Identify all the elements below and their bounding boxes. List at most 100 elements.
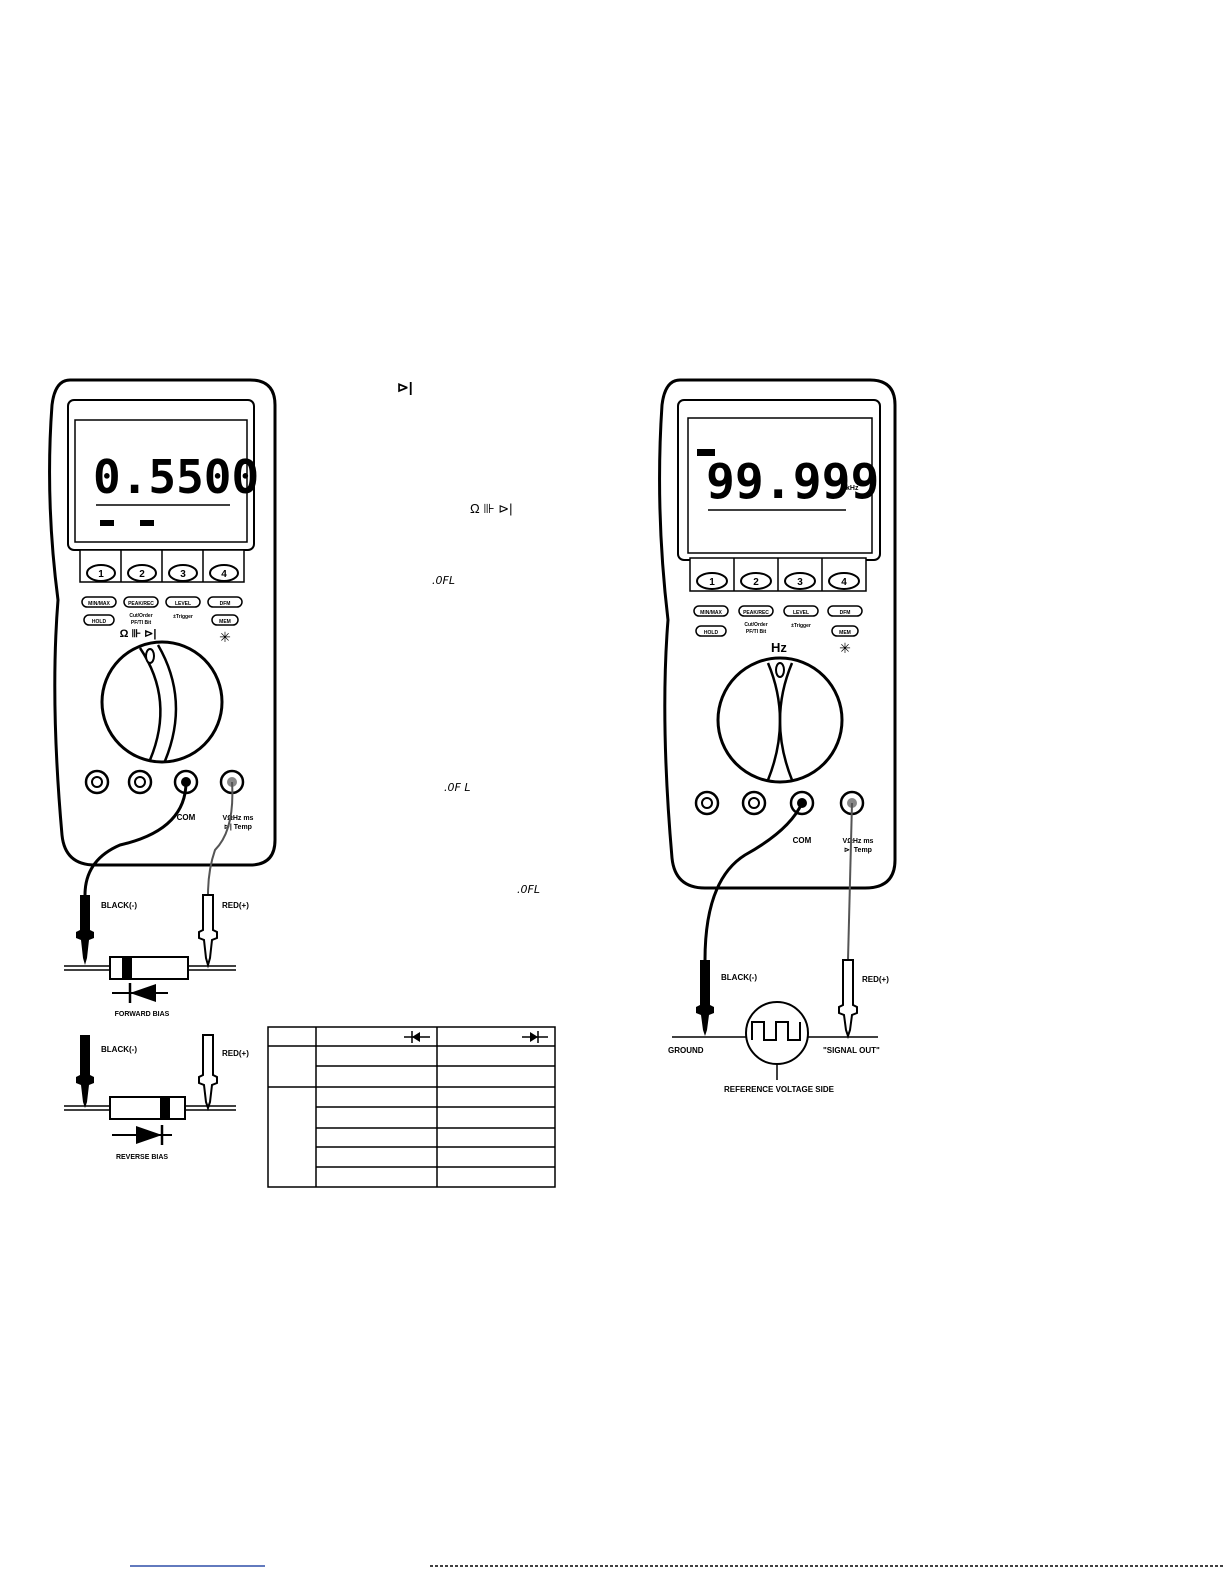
left-hold-button[interactable]: HOLD	[83, 614, 115, 626]
right-black-probe	[696, 960, 714, 1036]
right-level-button[interactable]: LEVEL	[783, 605, 819, 617]
left-v-label-2: ⊳| Temp	[224, 824, 252, 831]
left-dial-label: Ω ⊪ ⊳|	[120, 628, 157, 640]
mode-symbols: Ω ⊪ ⊳|	[470, 501, 513, 516]
forward-diode-band	[122, 957, 132, 979]
right-mem-button[interactable]: MEM	[831, 625, 859, 637]
left-softkeys: 1 2 3 4	[79, 549, 245, 583]
left-jack-1[interactable]	[84, 769, 110, 795]
svg-text:DFM: DFM	[220, 601, 231, 607]
left-rotary-dial[interactable]	[100, 640, 224, 764]
table-header-symbol-2	[522, 1031, 548, 1043]
red-probe-label-reverse: RED(+)	[222, 1049, 249, 1058]
ofl-fragment-2: .0F L	[444, 781, 470, 794]
diode-symbol-top: ⊳|	[397, 379, 413, 395]
forward-diode-body	[109, 956, 189, 980]
reverse-diode-band	[160, 1097, 170, 1119]
right-softkey-1[interactable]: 1	[696, 572, 728, 590]
right-softkey-3[interactable]: 3	[784, 572, 816, 590]
right-lcd-screen	[687, 417, 873, 554]
svg-text:MIN/MAX: MIN/MAX	[700, 610, 722, 616]
black-probe-reverse	[76, 1035, 94, 1108]
svg-text:MEM: MEM	[219, 619, 231, 625]
svg-text:DFM: DFM	[840, 610, 851, 616]
right-hold-button[interactable]: HOLD	[695, 625, 727, 637]
right-v-label-2: ⊳| Temp	[844, 847, 872, 854]
ofl-fragment-1: .0FL	[432, 574, 455, 587]
right-dfm-button[interactable]: DFM	[827, 605, 863, 617]
left-backlight-icon: ✳	[219, 629, 231, 645]
right-function-buttons: MIN/MAX PEAK/REC LEVEL DFM HOLD Cut/Orde…	[693, 605, 863, 656]
svg-text:PEAK/REC: PEAK/REC	[128, 601, 154, 607]
right-black-lead	[703, 802, 804, 961]
right-softkey-4[interactable]: 4	[828, 572, 860, 590]
right-red-probe-label: RED(+)	[862, 975, 889, 984]
right-red-probe	[838, 959, 858, 1040]
right-peak-button[interactable]: PEAK/REC	[738, 605, 774, 617]
svg-text:2: 2	[139, 569, 145, 580]
red-probe-reverse	[198, 1034, 218, 1112]
svg-text:HOLD: HOLD	[704, 630, 719, 636]
black-probe-label-reverse: BLACK(-)	[101, 1045, 137, 1054]
right-softkey-2[interactable]: 2	[740, 572, 772, 590]
left-function-buttons: MIN/MAX PEAK/REC LEVEL DFM HOLD Cut/Orde…	[81, 596, 243, 645]
svg-text:3: 3	[797, 577, 803, 588]
left-red-probe-forward	[198, 894, 218, 969]
red-probe-label-forward: RED(+)	[222, 901, 249, 910]
right-display-unit: kHz	[846, 485, 859, 492]
diode-test-table	[267, 1026, 556, 1188]
right-minmax-button[interactable]: MIN/MAX	[693, 605, 729, 617]
svg-text:3: 3	[180, 569, 186, 580]
right-black-probe-label: BLACK(-)	[721, 973, 757, 982]
svg-text:2: 2	[753, 577, 759, 588]
right-dial-label: Hz	[771, 640, 787, 655]
forward-bias-caption: FORWARD BIAS	[115, 1011, 170, 1018]
right-sub-label-3: ±Trigger	[791, 623, 811, 629]
right-red-lead	[847, 802, 853, 961]
right-rotary-dial[interactable]	[716, 656, 844, 784]
svg-text:4: 4	[221, 569, 227, 580]
reverse-diode-body	[109, 1096, 186, 1120]
right-com-label: COM	[793, 836, 812, 845]
right-v-label: VΩHz ms	[843, 838, 874, 845]
left-level-button[interactable]: LEVEL	[165, 596, 201, 608]
right-softkeys: 1 2 3 4	[689, 557, 867, 592]
svg-text:4: 4	[841, 577, 847, 588]
left-display-reading: 0.5500	[93, 450, 259, 504]
left-v-label: VΩHz ms	[223, 815, 254, 822]
reference-voltage-label: REFERENCE VOLTAGE SIDE	[724, 1085, 835, 1094]
left-softkey-1[interactable]: 1	[86, 564, 116, 582]
left-softkey-2[interactable]: 2	[127, 564, 157, 582]
left-dfm-button[interactable]: DFM	[207, 596, 243, 608]
left-softkey-3[interactable]: 3	[168, 564, 198, 582]
left-black-lead	[83, 781, 188, 896]
svg-text:HOLD: HOLD	[92, 619, 107, 625]
square-wave-icon	[751, 1021, 801, 1041]
signal-out-label: "SIGNAL OUT"	[823, 1046, 880, 1055]
right-backlight-icon: ✳	[839, 640, 851, 656]
left-peak-button[interactable]: PEAK/REC	[123, 596, 159, 608]
left-multimeter: 0.5500 1 2 3 4	[48, 378, 277, 896]
right-jack-1[interactable]	[694, 790, 720, 816]
left-mem-button[interactable]: MEM	[211, 614, 239, 626]
right-sub-label-1: Cut/Order	[744, 622, 767, 628]
left-black-probe-forward	[76, 895, 94, 965]
svg-text:LEVEL: LEVEL	[175, 601, 191, 607]
forward-bias-figure: BLACK(-) RED(+) FORWARD BIAS	[64, 894, 249, 1018]
right-jack-2[interactable]	[741, 790, 767, 816]
left-minmax-button[interactable]: MIN/MAX	[81, 596, 117, 608]
left-com-label: COM	[177, 813, 196, 822]
right-display-reading: 99.999	[706, 454, 879, 510]
right-lcd-indicator	[697, 449, 715, 456]
left-lcd-indicator-1	[100, 520, 114, 526]
svg-text:1: 1	[709, 577, 715, 588]
signal-measurement-figure: BLACK(-) RED(+) GROUND "SIGNAL OUT" REFE…	[668, 959, 889, 1094]
left-lcd-indicator-2	[140, 520, 154, 526]
left-sub-label-1: Cut/Order	[129, 613, 152, 619]
black-probe-label-forward: BLACK(-)	[101, 901, 137, 910]
left-jack-2[interactable]	[127, 769, 153, 795]
ofl-fragment-3: .0FL	[517, 883, 540, 896]
table-header-symbol-1	[404, 1031, 430, 1043]
left-softkey-4[interactable]: 4	[209, 564, 239, 582]
reverse-bias-figure: BLACK(-) RED(+) REVERSE BIAS	[64, 1034, 249, 1161]
